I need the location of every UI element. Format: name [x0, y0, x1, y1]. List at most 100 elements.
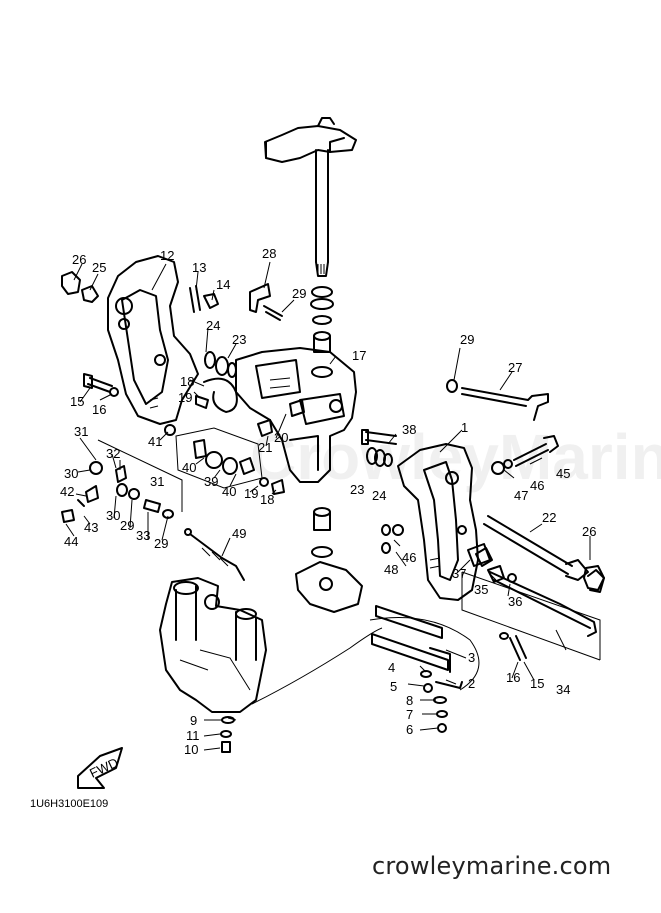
part-label-48: 48 — [384, 562, 398, 577]
part-label-39: 39 — [204, 474, 218, 489]
small-parts-left — [61, 439, 183, 523]
part-label-46-right: 46 — [530, 478, 544, 493]
part-label-15-right: 15 — [530, 676, 544, 691]
part-label-6: 6 — [406, 722, 413, 737]
part-label-35: 35 — [474, 582, 488, 597]
bracket-28 — [249, 283, 283, 321]
nut-washer-26-25 — [61, 271, 99, 303]
part-label-29-lower: 29 — [154, 536, 168, 551]
washers-left — [204, 351, 237, 378]
tilt-lever-rod — [461, 387, 549, 421]
part-label-42: 42 — [60, 484, 74, 499]
lower-mount-bushings — [295, 507, 363, 613]
swivel-bracket — [235, 347, 357, 483]
part-label-10: 10 — [184, 742, 198, 757]
parts-18-19-lower — [259, 477, 285, 495]
washer-41 — [164, 424, 176, 436]
small-hardware-left — [220, 716, 235, 753]
bushings-39-40 — [175, 427, 263, 489]
part-label-12: 12 — [160, 248, 174, 263]
part-label-20: 20 — [274, 430, 288, 445]
part-label-40-left: 40 — [182, 460, 196, 475]
website-url[interactable]: crowleymarine.com — [372, 852, 612, 880]
part-label-9: 9 — [190, 713, 197, 728]
fwd-arrow-icon: FWD — [77, 747, 123, 789]
part-label-31-upper: 31 — [74, 424, 88, 439]
part-label-29-upper: 29 — [292, 286, 306, 301]
part-label-47: 47 — [514, 488, 528, 503]
steering-arm — [264, 117, 357, 163]
bolt-15-left — [83, 373, 119, 397]
part-number-labels: 1 2 3 4 5 6 7 8 9 10 11 12 13 14 15 15 1… — [60, 246, 596, 757]
part-label-19-lower: 19 — [244, 486, 258, 501]
part-label-16-left: 16 — [92, 402, 106, 417]
bolt-15-right — [499, 632, 527, 661]
part-label-3: 3 — [468, 650, 475, 665]
parts-20-21 — [257, 399, 305, 437]
part-label-21: 21 — [258, 440, 272, 455]
part-label-45: 45 — [556, 466, 570, 481]
shaft-washers — [310, 286, 334, 378]
part-label-41: 41 — [148, 434, 162, 449]
anode-plates — [369, 605, 480, 691]
part-label-46-left: 46 — [402, 550, 416, 565]
leader-lines — [65, 261, 591, 751]
part-label-30-upper: 30 — [64, 466, 78, 481]
spring-clip-18-19 — [195, 377, 238, 413]
part-label-28: 28 — [262, 246, 276, 261]
part-label-37: 37 — [452, 566, 466, 581]
part-label-40-right: 40 — [222, 484, 236, 499]
parts-35-36 — [487, 565, 517, 583]
part-label-30-lower: 30 — [106, 508, 120, 523]
part-label-22: 22 — [542, 510, 556, 525]
washer-29-top-right — [446, 379, 458, 393]
part-label-25: 25 — [92, 260, 106, 275]
part-label-14: 14 — [216, 277, 230, 292]
part-label-4: 4 — [388, 660, 395, 675]
nut-26-right — [583, 565, 605, 591]
part-label-33: 33 — [136, 528, 150, 543]
small-hardware-right — [420, 670, 463, 733]
part-label-38: 38 — [402, 422, 416, 437]
part-label-18-lower: 18 — [260, 492, 274, 507]
bolt-45 — [491, 435, 559, 475]
washers-right — [366, 447, 393, 467]
power-tilt-unit — [159, 577, 383, 721]
part-label-24-left: 24 — [206, 318, 220, 333]
part-label-27: 27 — [508, 360, 522, 375]
washers-46-48 — [381, 524, 404, 554]
part-label-13: 13 — [192, 260, 206, 275]
part-label-23-right: 23 — [350, 482, 364, 497]
part-label-49: 49 — [232, 526, 246, 541]
fwd-arrow-label: FWD — [87, 755, 120, 781]
right-clamp-bracket — [397, 443, 479, 601]
part-label-5: 5 — [390, 679, 397, 694]
part-label-31-lower: 31 — [150, 474, 164, 489]
part-label-7: 7 — [406, 707, 413, 722]
part-label-26-left: 26 — [72, 252, 86, 267]
part-label-26-right: 26 — [582, 524, 596, 539]
part-label-11: 11 — [186, 728, 200, 743]
bolt-38 — [361, 429, 397, 445]
part-label-36: 36 — [508, 594, 522, 609]
part-label-29-right: 29 — [460, 332, 474, 347]
part-label-34: 34 — [556, 682, 570, 697]
part-label-18-upper: 18 — [180, 374, 194, 389]
steering-shaft — [315, 149, 329, 277]
part-label-16-right: 16 — [506, 670, 520, 685]
part-label-24-right: 24 — [372, 488, 386, 503]
part-label-29-left: 29 — [120, 518, 134, 533]
part-label-23-left: 23 — [232, 332, 246, 347]
thrust-rod-assembly — [461, 547, 601, 661]
part-label-43: 43 — [84, 520, 98, 535]
part-label-15-left: 15 — [70, 394, 84, 409]
part-label-32: 32 — [106, 446, 120, 461]
part-label-19-upper: 19 — [178, 390, 192, 405]
diagram-reference-code: 1U6H3100E109 — [30, 798, 109, 810]
left-clamp-bracket — [107, 255, 199, 425]
spacer-37 — [467, 543, 491, 567]
part-label-17: 17 — [352, 348, 366, 363]
bolt-13-14 — [189, 285, 219, 313]
part-label-2: 2 — [468, 676, 475, 691]
